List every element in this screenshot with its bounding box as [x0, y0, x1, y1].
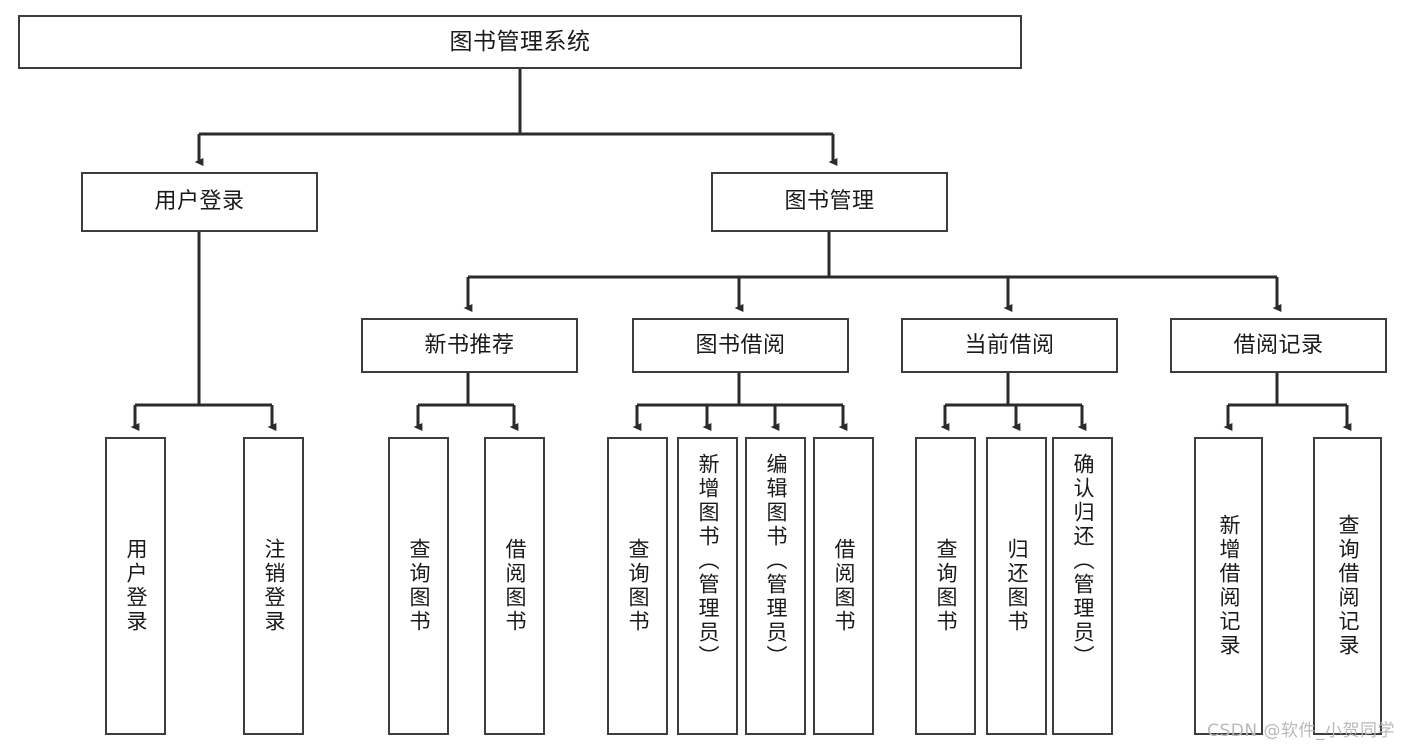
node-book-borrow[interactable]: 图书借阅 — [632, 318, 849, 373]
node-leaf-user-login-label: 用户登录 — [124, 538, 148, 634]
node-book-borrow-label: 图书借阅 — [695, 332, 786, 358]
node-leaf-return-book-label: 归还图书 — [1005, 538, 1029, 634]
node-new-book-recommend-label: 新书推荐 — [424, 332, 515, 358]
node-new-book-recommend[interactable]: 新书推荐 — [361, 318, 578, 373]
node-user-login-label: 用户登录 — [154, 189, 245, 215]
node-borrow-record-label: 借阅记录 — [1233, 332, 1324, 358]
node-root-label: 图书管理系统 — [449, 28, 591, 55]
node-leaf-query-book-recommend-label: 查询图书 — [407, 538, 431, 634]
node-root[interactable]: 图书管理系统 — [18, 15, 1022, 69]
node-leaf-query-book[interactable]: 查询图书 — [607, 437, 668, 735]
node-leaf-add-borrow-record-label: 新增借阅记录 — [1217, 514, 1241, 658]
node-leaf-borrow-book-recommend-label: 借阅图书 — [503, 538, 527, 634]
node-current-borrow[interactable]: 当前借阅 — [901, 318, 1118, 373]
node-leaf-query-book-recommend[interactable]: 查询图书 — [388, 437, 449, 735]
node-leaf-add-borrow-record[interactable]: 新增借阅记录 — [1194, 437, 1263, 735]
node-borrow-record[interactable]: 借阅记录 — [1170, 318, 1387, 373]
node-leaf-edit-book-admin-label: 编辑图书（管理员） — [764, 453, 788, 669]
node-leaf-confirm-return-admin[interactable]: 确认归还（管理员） — [1052, 437, 1113, 735]
node-leaf-query-borrow-record-label: 查询借阅记录 — [1336, 514, 1360, 658]
node-leaf-query-borrow-record[interactable]: 查询借阅记录 — [1313, 437, 1382, 735]
node-current-borrow-label: 当前借阅 — [964, 332, 1055, 358]
node-leaf-user-login[interactable]: 用户登录 — [105, 437, 166, 735]
node-book-management[interactable]: 图书管理 — [711, 172, 948, 232]
node-leaf-add-book-admin-label: 新增图书（管理员） — [696, 453, 720, 669]
node-leaf-edit-book-admin[interactable]: 编辑图书（管理员） — [745, 437, 806, 735]
node-book-management-label: 图书管理 — [784, 189, 875, 215]
node-leaf-return-book[interactable]: 归还图书 — [986, 437, 1047, 735]
node-leaf-query-book-label: 查询图书 — [626, 538, 650, 634]
node-leaf-borrow-book[interactable]: 借阅图书 — [813, 437, 874, 735]
node-user-login[interactable]: 用户登录 — [81, 172, 318, 232]
node-leaf-query-book-current-label: 查询图书 — [934, 538, 958, 634]
node-leaf-add-book-admin[interactable]: 新增图书（管理员） — [677, 437, 738, 735]
node-leaf-borrow-book-label: 借阅图书 — [832, 538, 856, 634]
node-leaf-user-logout-label: 注销登录 — [262, 538, 286, 634]
node-leaf-user-logout[interactable]: 注销登录 — [243, 437, 304, 735]
node-leaf-query-book-current[interactable]: 查询图书 — [915, 437, 976, 735]
csdn-watermark: CSDN @软件_小贺同学 — [1207, 721, 1395, 741]
node-leaf-confirm-return-admin-label: 确认归还（管理员） — [1071, 453, 1095, 669]
node-leaf-borrow-book-recommend[interactable]: 借阅图书 — [484, 437, 545, 735]
